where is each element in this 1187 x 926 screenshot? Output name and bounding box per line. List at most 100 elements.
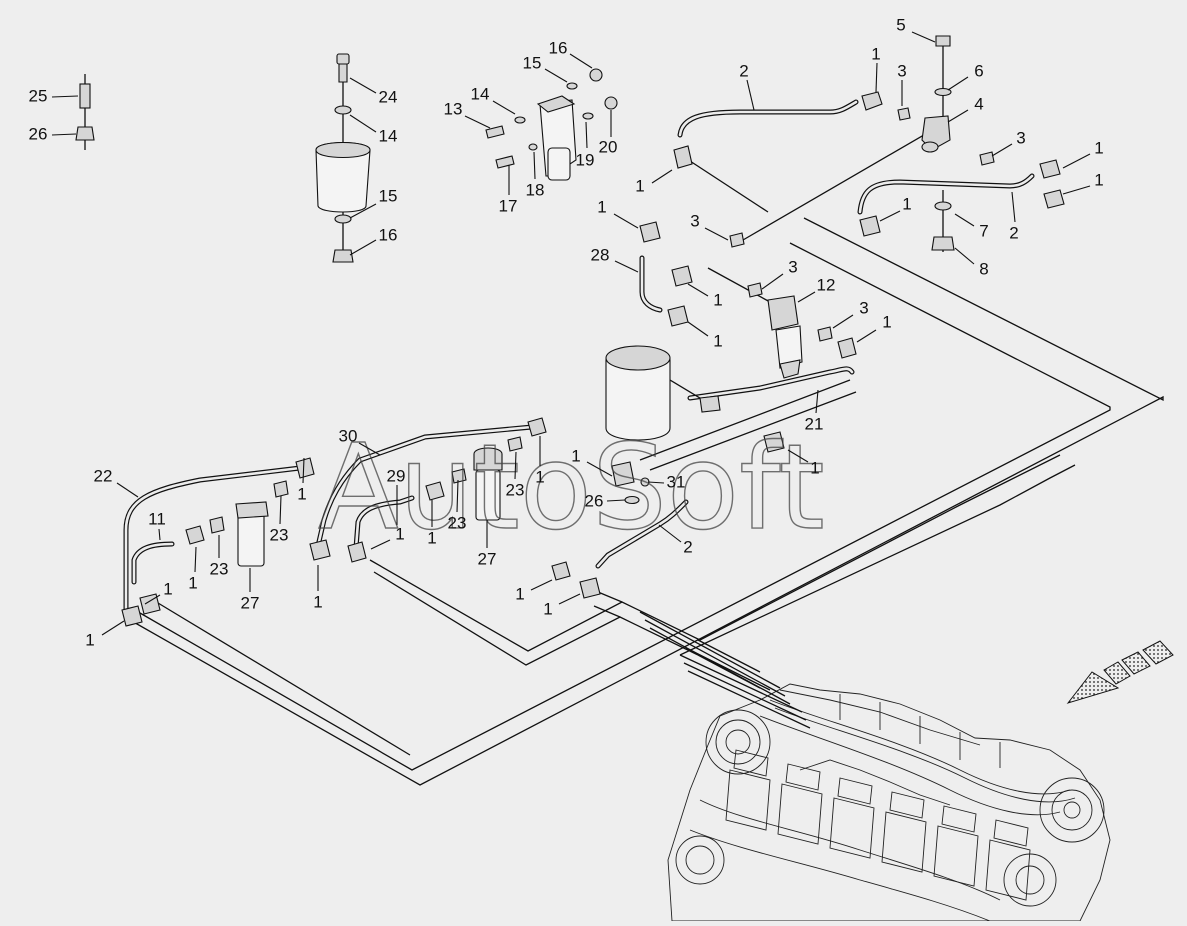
routing-lines (129, 120, 1164, 786)
callout-number: 1 (882, 312, 891, 331)
callout-number: 29 (387, 466, 406, 485)
filter-assembly-middle (639, 221, 857, 379)
callout-number: 26 (585, 491, 604, 510)
callout-number: 3 (1016, 128, 1025, 147)
callout-c1m: 1 (144, 579, 173, 605)
callout-number: 13 (444, 99, 463, 118)
leader-line (302, 457, 305, 484)
callout-number: 2 (683, 537, 692, 556)
callout-number: 1 (543, 599, 552, 618)
bracket-assembly-top-right (673, 35, 1065, 252)
callout-number: 7 (979, 221, 988, 240)
leader-line (558, 593, 581, 605)
engine-illustration (667, 683, 1111, 922)
leader-line (349, 239, 377, 256)
callout-number: 1 (1094, 170, 1103, 189)
callout-number: 1 (1094, 138, 1103, 157)
callout-number: 30 (339, 426, 358, 445)
leader-line (815, 389, 819, 414)
leader-line (613, 213, 639, 229)
callout-c24: 24 (349, 77, 397, 106)
callout-c14b: 14 (471, 84, 516, 115)
bolt-25-nut-26 (75, 74, 95, 150)
callout-c15a: 15 (349, 186, 398, 219)
callout-number: 11 (148, 509, 166, 528)
engine-injector-block (837, 777, 873, 805)
callout-c23a: 23 (210, 535, 229, 578)
leader-line (954, 213, 975, 227)
callout-number: 23 (506, 480, 525, 499)
leader-line (647, 481, 665, 484)
callout-number: 23 (210, 559, 229, 578)
callout-number: 3 (897, 61, 906, 80)
leader-line (569, 53, 593, 69)
callout-number: 26 (29, 124, 48, 143)
leader-line (1011, 191, 1016, 223)
callout-number: 1 (571, 446, 580, 465)
callout-number: 19 (576, 150, 595, 169)
leader-line (856, 329, 877, 343)
callout-c31: 31 (647, 472, 685, 491)
callout-c1g: 1 (687, 283, 723, 309)
leader-line (116, 482, 139, 498)
callout-number: 8 (979, 259, 988, 278)
callout-number: 1 (635, 176, 644, 195)
leader-line (464, 115, 491, 129)
callout-number: 16 (379, 225, 398, 244)
engine-cylinder-block (777, 783, 823, 845)
fuel-tank-center (605, 345, 785, 505)
callout-number: 1 (188, 573, 197, 592)
leader-line (1062, 153, 1091, 169)
callout-c1a: 1 (871, 44, 881, 93)
callout-number: 15 (379, 186, 398, 205)
leader-line (687, 283, 709, 297)
leader-line (144, 594, 161, 605)
callout-c19: 19 (576, 121, 595, 169)
callout-number: 6 (974, 61, 983, 80)
callout-number: 1 (85, 630, 94, 649)
callout-number: 1 (427, 528, 436, 547)
callout-c27b: 27 (478, 520, 496, 568)
callout-c1h: 1 (687, 321, 723, 350)
leader-line (746, 79, 755, 111)
callout-number: 15 (523, 53, 542, 72)
callout-c27a: 27 (241, 568, 259, 612)
leader-line (585, 121, 588, 149)
callout-c3a: 3 (897, 61, 907, 106)
leader-line (194, 546, 197, 573)
callout-number: 1 (597, 197, 606, 216)
callout-c3e: 3 (832, 298, 869, 329)
callout-c1s: 1 (535, 436, 545, 486)
engine-cylinder-block (985, 839, 1031, 901)
leader-line (832, 314, 854, 329)
callout-c5: 5 (896, 15, 936, 43)
engine-injector-block (993, 819, 1029, 847)
callout-c1u: 1 (543, 593, 581, 618)
callout-number: 1 (902, 194, 911, 213)
leader-line (349, 203, 377, 219)
callout-c1c: 1 (1062, 170, 1104, 195)
callout-number: 3 (788, 257, 797, 276)
callout-number: 1 (515, 584, 524, 603)
callout-c16a: 16 (349, 225, 398, 256)
callout-number: 1 (810, 458, 819, 477)
leader-line (991, 143, 1013, 157)
callout-number: 1 (297, 484, 306, 503)
callout-c12: 12 (797, 275, 835, 303)
callout-number: 14 (471, 84, 490, 103)
leader-line (514, 451, 517, 480)
callout-c1e: 1 (635, 169, 673, 195)
fuel-pipes (123, 99, 1035, 613)
callout-c1l: 1 (188, 546, 198, 592)
callout-number: 1 (395, 524, 404, 543)
callout-c20: 20 (599, 110, 618, 156)
callout-number: 5 (896, 15, 905, 34)
callout-number: 20 (599, 137, 618, 156)
leader-line (704, 227, 729, 241)
filter-assembly-lower-center (425, 417, 601, 599)
callout-number: 2 (1009, 223, 1018, 242)
callout-number: 25 (29, 86, 48, 105)
leader-line (544, 68, 568, 83)
callout-c2a: 2 (739, 61, 755, 111)
leader-line (875, 62, 878, 93)
